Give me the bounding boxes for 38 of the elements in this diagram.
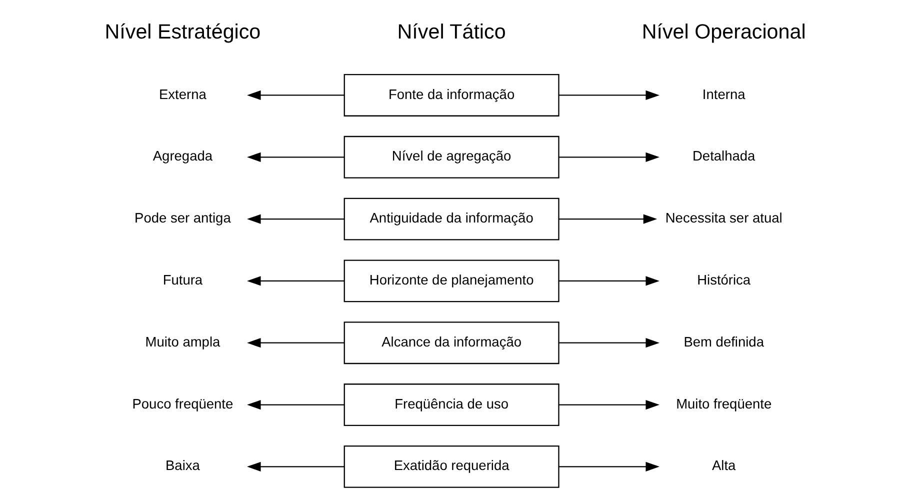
node-text: Bem definida: [684, 334, 764, 350]
arrow: [559, 152, 660, 162]
node-text: Agregada: [152, 148, 213, 164]
node-text: Alta: [712, 458, 736, 474]
node-box: Freqüência de uso: [344, 384, 560, 426]
node-text: Detalhada: [692, 148, 756, 164]
node-text: Interna: [702, 86, 746, 102]
arrow: [559, 276, 660, 286]
label: Nível Operacional: [642, 20, 806, 44]
node-text: Pode ser antiga: [134, 210, 231, 226]
node-text: Baixa: [166, 458, 200, 474]
node-text: Futura: [162, 272, 203, 288]
node-box: Exatidão requerida: [344, 445, 560, 488]
node-box: Nível de agregação: [344, 136, 560, 178]
arrow: [559, 338, 660, 348]
label: Nível Tático: [397, 20, 506, 44]
arrow: [247, 276, 344, 286]
node-text: Histórica: [697, 272, 751, 288]
node-text: Muito freqüente: [676, 396, 772, 412]
arrow: [559, 214, 658, 224]
node-text: Muito ampla: [145, 334, 220, 350]
arrow: [247, 400, 344, 410]
arrow: [247, 462, 344, 472]
node-box: Alcance da informação: [344, 322, 560, 364]
arrow: [559, 462, 660, 472]
arrow: [559, 90, 660, 100]
arrow: [247, 90, 344, 100]
arrow: [247, 152, 344, 162]
arrow: [559, 400, 660, 410]
arrow: [247, 214, 344, 224]
label: Nível Estratégico: [104, 20, 261, 44]
node-box: Horizonte de planejamento: [344, 260, 560, 302]
node-text: Necessita ser atual: [665, 210, 782, 226]
node-box: Antiguidade da informação: [344, 198, 560, 240]
arrow: [247, 338, 344, 348]
node-box: Fonte da informação: [344, 74, 560, 116]
node-text: Pouco freqüente: [132, 396, 234, 412]
node-text: Externa: [159, 86, 206, 102]
